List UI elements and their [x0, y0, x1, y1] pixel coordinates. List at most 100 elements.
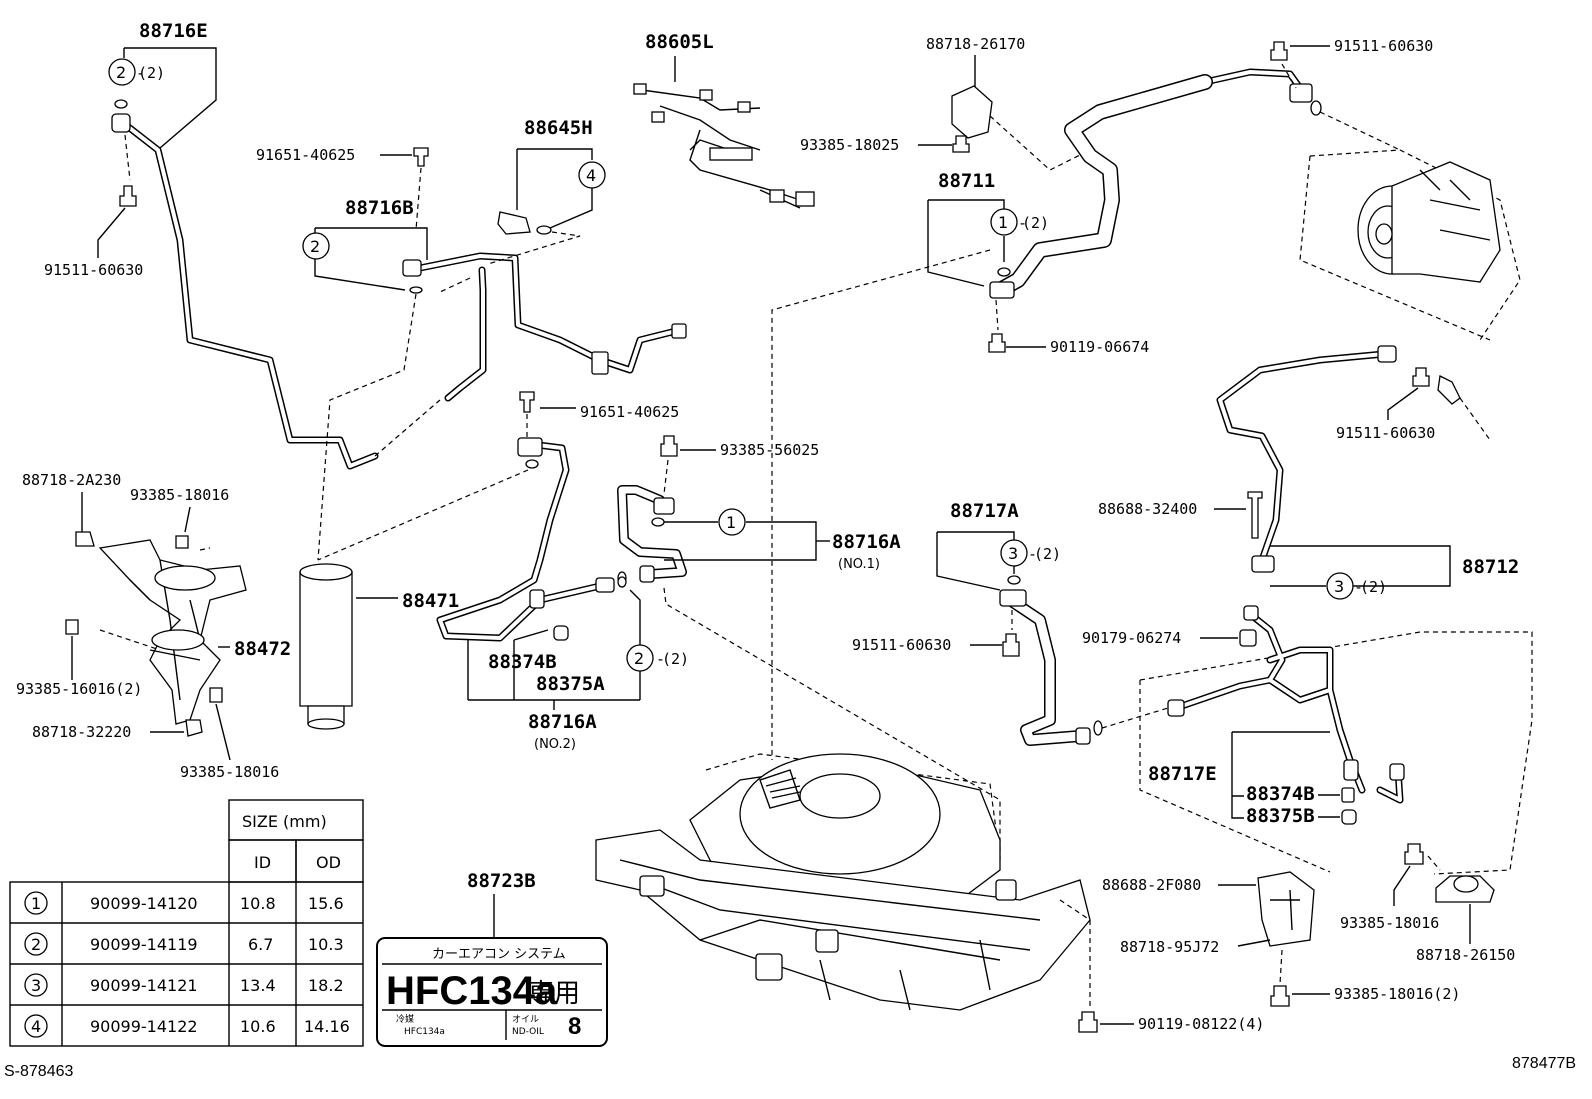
- marker-4-icon: [578, 161, 606, 189]
- label-93385-56025: 93385-56025: [720, 441, 819, 459]
- dash: -: [136, 64, 145, 82]
- plate-main-jp: 専用: [528, 979, 580, 1009]
- qty-88712: (2): [1360, 578, 1387, 596]
- label-88375B: 88375B: [1246, 805, 1315, 827]
- label-93385-18016-2: 93385-18016(2): [1334, 985, 1460, 1003]
- group-88712: 91511-60630 88688-32400 88712 3 (2) -: [1098, 345, 1519, 600]
- connector-icon: [737, 101, 751, 113]
- cap-icon: [1341, 809, 1357, 825]
- marker-1-text: 1: [726, 513, 736, 532]
- bolt-icon: [952, 135, 970, 153]
- row-id: 10.6: [240, 1017, 276, 1036]
- label-93385-18016-c: 93385-18016: [1340, 914, 1439, 932]
- marker-3-icon: [24, 973, 48, 997]
- nut-icon: [1239, 629, 1257, 647]
- marker-4-icon: [24, 1014, 48, 1038]
- marker-2-icon: [302, 232, 330, 260]
- label-90119-06674: 90119-06674: [1050, 338, 1149, 356]
- plate-oil-label: オイル: [512, 1014, 539, 1025]
- pipe-88716E: [118, 118, 379, 470]
- o-ring-icon: [536, 225, 552, 235]
- dash: -: [656, 650, 665, 668]
- bolt-icon: [519, 391, 535, 413]
- bolt-icon: [413, 147, 429, 167]
- label-88688-2F080: 88688-2F080: [1102, 876, 1201, 894]
- plate-refrig-label: 冷媒: [396, 1013, 414, 1025]
- fitting-icon: [671, 323, 687, 339]
- row-num: 3: [31, 976, 41, 995]
- label-88712: 88712: [1462, 556, 1519, 578]
- label-90119-08122: 90119-08122(4): [1138, 1015, 1264, 1033]
- marker-2-text: 2: [634, 649, 644, 668]
- valve-icon: [1343, 759, 1359, 781]
- row-id: 10.8: [240, 894, 276, 913]
- plate-refrig-value: HFC134a: [404, 1027, 445, 1037]
- bolt-icon: [1270, 41, 1288, 61]
- group-88716A-1: 93385-56025 1 88716A (NO.1): [617, 435, 1001, 860]
- group-bottom-right: 88688-2F080 88718-95J72 93385-18016(2) 9…: [1059, 843, 1515, 1033]
- marker-1-icon: [990, 208, 1018, 236]
- connector-icon: [795, 191, 815, 207]
- label-88688-32400: 88688-32400: [1098, 500, 1197, 518]
- fitting-icon: [639, 565, 655, 583]
- label-93385-18016-a: 93385-18016: [130, 486, 229, 504]
- qty-88716A-2: (2): [662, 650, 689, 668]
- pressure-switch-icon: [497, 211, 531, 235]
- table-id-header: ID: [254, 853, 271, 872]
- connector-icon: [633, 83, 647, 95]
- row-num: 2: [31, 935, 41, 954]
- qty-88716E: (2): [138, 64, 165, 82]
- valve-core-icon: [1341, 787, 1355, 803]
- fitting-icon: [1377, 345, 1397, 363]
- bolt-icon: [660, 435, 678, 457]
- bolt-icon: [1412, 367, 1430, 387]
- marker-1-text: 1: [998, 213, 1008, 232]
- label-88718-95J72: 88718-95J72: [1120, 938, 1219, 956]
- dash: -: [1354, 578, 1363, 596]
- pipe-88712: [1216, 350, 1388, 564]
- row-od: 15.6: [308, 894, 344, 913]
- group-compressor: 91511-60630: [1270, 37, 1521, 341]
- label-88716A-2: 88716A: [528, 711, 597, 733]
- row-part: 90099-14121: [90, 976, 198, 995]
- row-od: 18.2: [308, 976, 344, 995]
- label-88718-26150: 88718-26150: [1416, 946, 1515, 964]
- fitting-icon: [1075, 727, 1091, 745]
- label-88374B-a: 88374B: [488, 651, 557, 673]
- group-88471: 88471: [299, 563, 459, 730]
- table-row: 2 90099-14119 6.7 10.3: [24, 932, 344, 956]
- bolt-icon: [119, 185, 137, 207]
- marker-4-text: 4: [586, 166, 596, 185]
- table-size-header: SIZE (mm): [242, 812, 327, 831]
- o-ring-icon: [1310, 100, 1322, 116]
- label-88645H: 88645H: [524, 117, 593, 139]
- oring-size-table: SIZE (mm) ID OD 1 90099-14120 10.8 15.6 …: [9, 799, 364, 1047]
- cap-icon: [553, 625, 569, 641]
- plate-top-text: カーエアコン システム: [432, 947, 566, 962]
- dash: -: [1028, 545, 1037, 563]
- bolt-icon: [1404, 843, 1424, 865]
- label-88472: 88472: [234, 638, 291, 660]
- group-88716A-2: 91651-40625 2 (2) - 88374B 88375A 88716A…: [317, 391, 689, 752]
- harness-wires: [641, 89, 801, 209]
- fitting-icon: [989, 281, 1015, 299]
- qty-88711: (2): [1022, 214, 1049, 232]
- fitting-icon: [1389, 763, 1405, 781]
- bolt-icon: [1270, 985, 1290, 1007]
- label-88718-26170: 88718-26170: [926, 35, 1025, 53]
- clip-icon: [75, 531, 95, 547]
- label-88716A-1: 88716A: [832, 531, 901, 553]
- bolt-icon: [1002, 633, 1020, 657]
- label-91511-60630-left: 91511-60630: [44, 261, 143, 279]
- label-91651-40625-a: 91651-40625: [256, 146, 355, 164]
- label-88374B-b: 88374B: [1246, 783, 1315, 805]
- row-id: 6.7: [248, 935, 273, 954]
- marker-3-text: 3: [1008, 544, 1018, 563]
- pipe-88716B: [406, 252, 684, 374]
- marker-3-icon: [1326, 572, 1354, 600]
- clamp-icon: [951, 85, 993, 139]
- o-ring-icon: [651, 517, 665, 527]
- clip-icon: [185, 719, 203, 737]
- bolt-icon: [65, 619, 79, 635]
